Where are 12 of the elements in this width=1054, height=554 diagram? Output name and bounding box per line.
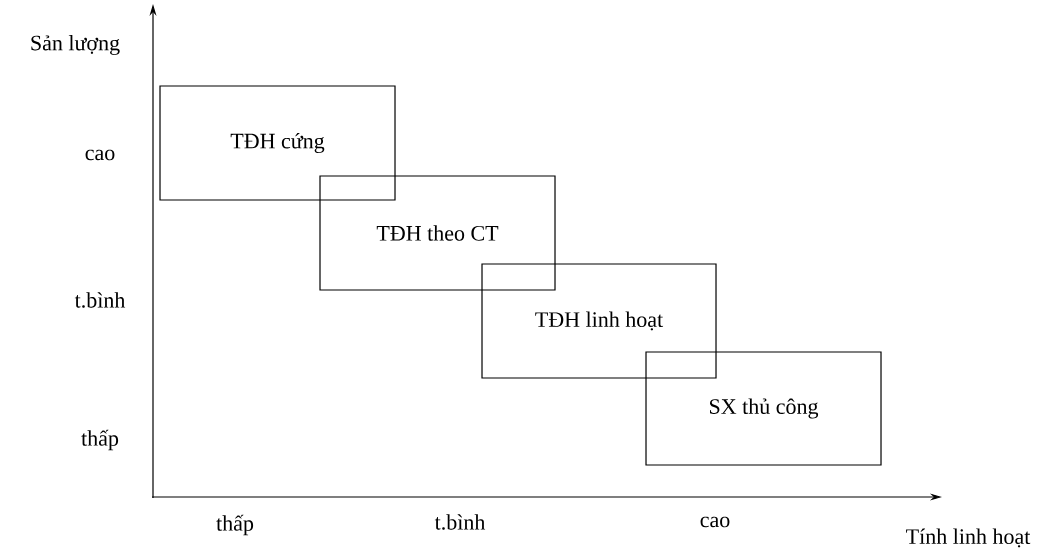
tick-label: cao [85, 149, 115, 161]
tick-label: cao [700, 516, 730, 528]
tick-label: thấp [81, 429, 119, 451]
process-box: SX thủ công [645, 351, 882, 466]
process-box: TĐH theo CT [319, 175, 556, 291]
process-box: TĐH linh hoạt [481, 263, 717, 379]
axis-title: Tính linh hoạt [906, 528, 1031, 548]
tick-label: t.bình [434, 514, 486, 530]
axis-title: Sản lượng [31, 35, 120, 55]
process-box: TĐH cứng [159, 85, 396, 201]
tick-label: t.bình [74, 292, 126, 308]
tick-label: thấp [216, 514, 254, 536]
